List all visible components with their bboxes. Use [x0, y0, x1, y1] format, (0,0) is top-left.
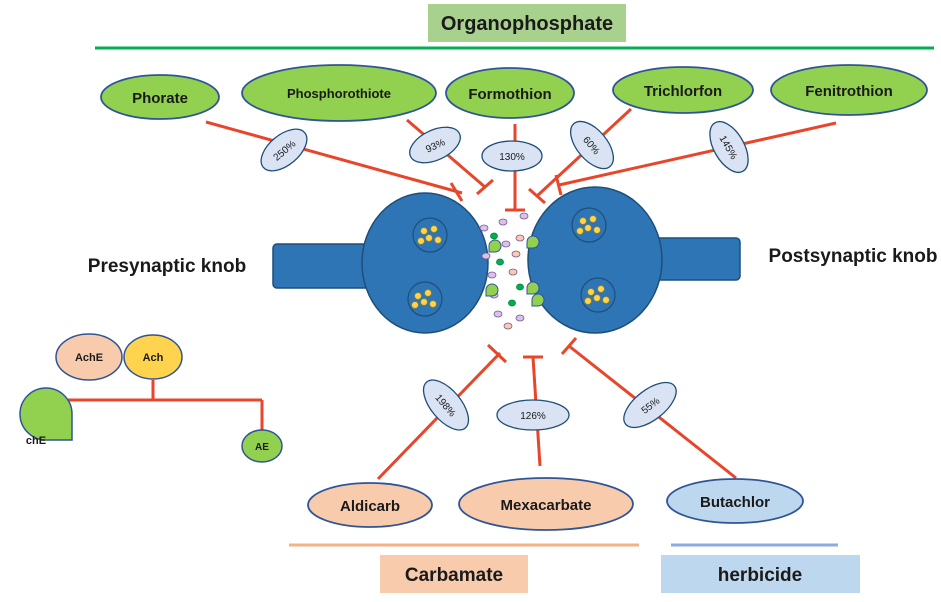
butachlor-label: Butachlor	[700, 494, 770, 511]
aldicarb-label: Aldicarb	[340, 498, 400, 515]
aldicarb-percent-badge	[422, 379, 470, 431]
mexacarbate-percent-badge	[496, 399, 570, 431]
organophosphate-heading-box	[428, 4, 626, 42]
fenitrothion-percent-badge	[709, 120, 749, 174]
presynaptic-vesicle-bottom	[407, 281, 443, 317]
herbicide-heading: herbicide	[718, 565, 802, 586]
ache-legend-node	[55, 333, 123, 381]
phorate-inhibition-line	[205, 120, 463, 195]
trichlorfon-label: Trichlorfon	[644, 83, 722, 100]
herbicide-heading-box	[661, 555, 860, 593]
butachlor-inhibition-bar	[560, 337, 578, 355]
organophosphate-percent-badges: 250% 93% 130% 60% 145%	[260, 120, 749, 174]
mexacarbate-node	[458, 477, 634, 531]
fenitrothion-node	[770, 64, 928, 116]
synapse	[272, 186, 741, 334]
phosphorothiote-inhibition-bar	[476, 178, 494, 196]
phorate-inhibition-bar	[449, 182, 464, 202]
fenitrothion-inhibition-line	[558, 121, 837, 187]
postsynaptic-terminal	[527, 186, 663, 334]
che-legend-label: chE	[26, 435, 46, 447]
presynaptic-knob-label: Presynaptic knob	[88, 256, 246, 277]
presynaptic-vesicle-top	[412, 217, 448, 253]
fenitrothion-inhibition-bar	[554, 174, 563, 196]
che-legend-node	[19, 387, 73, 441]
postsynaptic-vesicle-bottom	[580, 277, 616, 313]
ache-legend-label: AchE	[75, 352, 103, 364]
trichlorfon-inhibition-bar	[528, 187, 546, 205]
formothion-percent-badge	[481, 140, 543, 172]
presynaptic-terminal	[361, 192, 489, 334]
organophosphate-nodes: Phorate Phosphorothiote Formothion Trich…	[100, 64, 928, 122]
formothion-percent: 130%	[499, 152, 525, 163]
mexacarbate-label: Mexacarbate	[501, 497, 592, 514]
phosphorothiote-percent-badge	[409, 126, 461, 164]
trichlorfon-node	[612, 66, 754, 114]
ach-legend-label: Ach	[143, 352, 164, 364]
mexacarbate-percent: 126%	[520, 411, 546, 422]
lower-nodes: Aldicarb Mexacarbate Butachlor	[307, 477, 804, 531]
phosphorothiote-node	[241, 64, 437, 122]
ach-legend-node	[123, 334, 183, 380]
trichlorfon-percent-badge	[569, 120, 615, 170]
lower-percent-badges: 198% 126% 55%	[422, 379, 677, 431]
synaptic-cleft-molecules	[479, 212, 545, 330]
aldicarb-node	[307, 482, 433, 528]
postsynaptic-knob-label: Postsynaptic knob	[769, 246, 938, 267]
fenitrothion-label: Fenitrothion	[805, 83, 892, 100]
organophosphate-heading: Organophosphate	[441, 13, 613, 35]
aldicarb-inhibition-bar	[486, 343, 508, 364]
phorate-node	[100, 74, 220, 120]
ae-legend-node	[241, 429, 283, 463]
legend: AchE Ach chE AE	[19, 333, 283, 463]
butachlor-node	[666, 478, 804, 524]
carbamate-heading: Carbamate	[405, 565, 503, 586]
butachlor-percent-badge	[623, 381, 677, 429]
ae-legend-label: AE	[255, 442, 269, 453]
phorate-percent-badge	[260, 128, 308, 172]
legend-bracket	[39, 380, 264, 430]
phosphorothiote-label: Phosphorothiote	[287, 86, 391, 101]
phorate-label: Phorate	[132, 90, 188, 107]
organophosphate-inhibition-lines	[205, 107, 837, 212]
formothion-label: Formothion	[468, 86, 551, 103]
postsynaptic-vesicle-top	[571, 207, 607, 243]
carbamate-heading-box	[380, 555, 528, 593]
formothion-node	[445, 67, 575, 119]
